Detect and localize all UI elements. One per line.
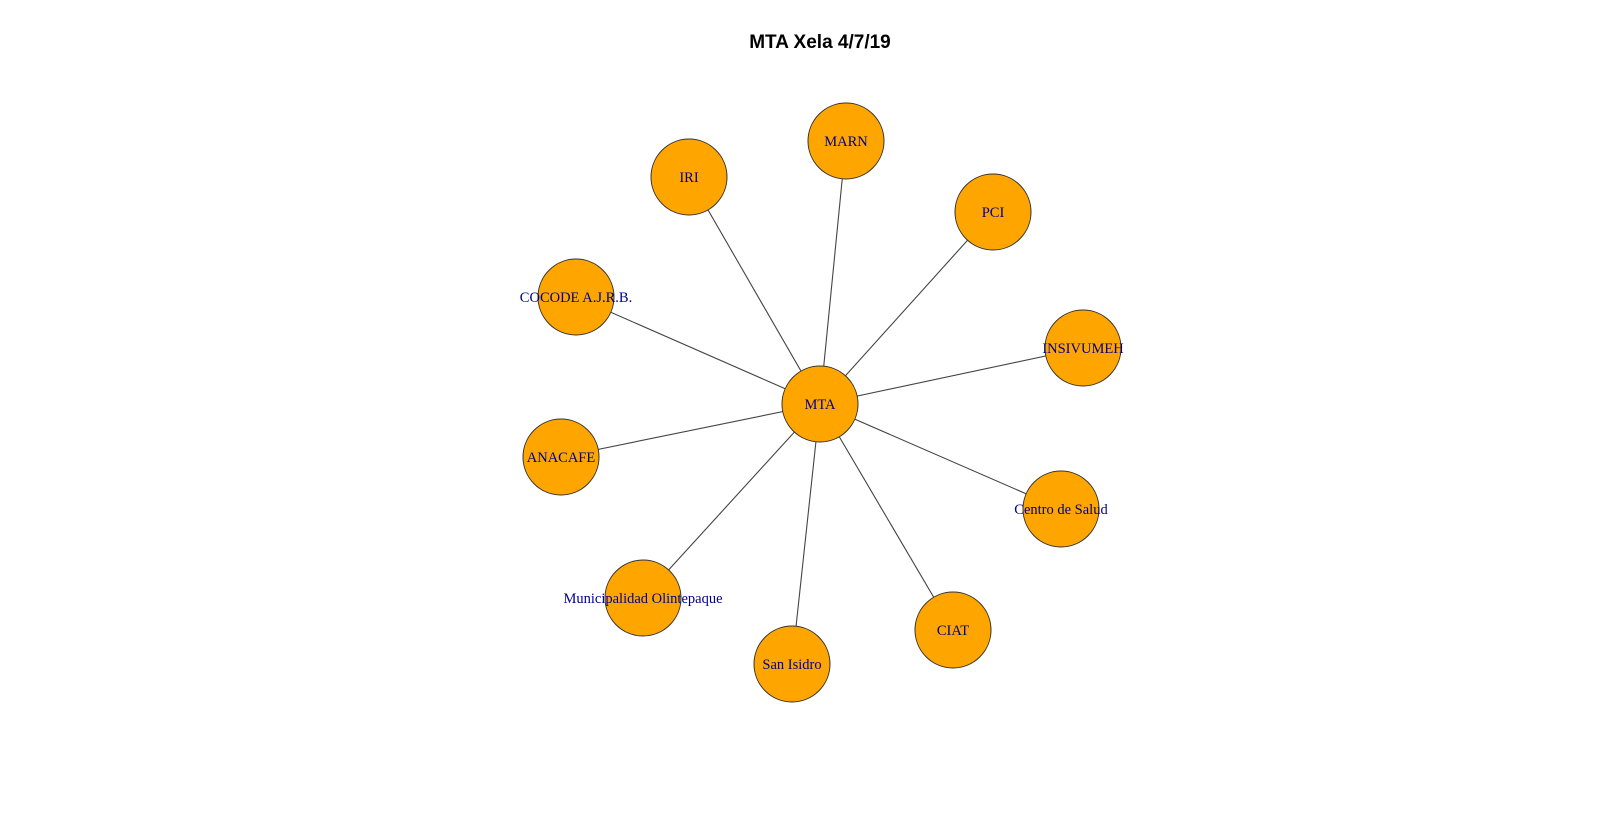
node-circle — [522, 418, 600, 496]
node-circle — [753, 625, 831, 703]
node-label: Centro de Salud — [1014, 502, 1108, 518]
node-ciat: CIAT — [914, 591, 992, 669]
edge-mta-ciat — [819, 403, 954, 631]
node-cocode-a-j-r-b: COCODE A.J.R.B. — [520, 258, 632, 336]
node-label: IRI — [679, 170, 699, 186]
node-municipalidad-olintepaque: Municipalidad Olintepaque — [563, 559, 723, 637]
node-label: ANACAFE — [527, 450, 596, 466]
node-pci: PCI — [954, 173, 1032, 251]
node-iri: IRI — [650, 138, 728, 216]
node-circle — [781, 365, 859, 443]
node-circle — [1022, 470, 1100, 548]
node-circle — [537, 258, 615, 336]
node-san-isidro: San Isidro — [753, 625, 831, 703]
edge-mta-iri — [688, 176, 821, 405]
node-circle — [954, 173, 1032, 251]
node-mta: MTA — [781, 365, 859, 443]
node-circle — [604, 559, 682, 637]
node-insivumeh: INSIVUMEH — [1042, 309, 1124, 387]
node-label: PCI — [982, 205, 1005, 221]
edge-mta-cocode-a-j-r-b — [575, 296, 821, 405]
node-circle — [914, 591, 992, 669]
node-marn: MARN — [807, 102, 885, 180]
edge-mta-marn — [819, 140, 847, 405]
edges-layer — [560, 140, 1084, 665]
edge-mta-pci — [819, 211, 994, 405]
edge-mta-insivumeh — [819, 347, 1084, 405]
node-circle — [1044, 309, 1122, 387]
node-circle — [807, 102, 885, 180]
node-label: INSIVUMEH — [1042, 341, 1124, 357]
node-label: Municipalidad Olintepaque — [563, 591, 722, 607]
node-anacafe: ANACAFE — [522, 418, 600, 496]
node-label: San Isidro — [762, 657, 821, 673]
node-label: CIAT — [937, 623, 969, 639]
edge-mta-anacafe — [560, 403, 821, 458]
node-circle — [650, 138, 728, 216]
edge-mta-san-isidro — [791, 403, 821, 665]
node-label: COCODE A.J.R.B. — [520, 290, 632, 306]
edge-mta-municipalidad-olintepaque — [642, 403, 821, 599]
node-label: MARN — [824, 134, 868, 150]
edge-mta-centro-de-salud — [819, 403, 1062, 510]
node-label: MTA — [804, 397, 836, 413]
node-centro-de-salud: Centro de Salud — [1014, 470, 1108, 548]
diagram-title: MTA Xela 4/7/19 — [749, 32, 891, 53]
